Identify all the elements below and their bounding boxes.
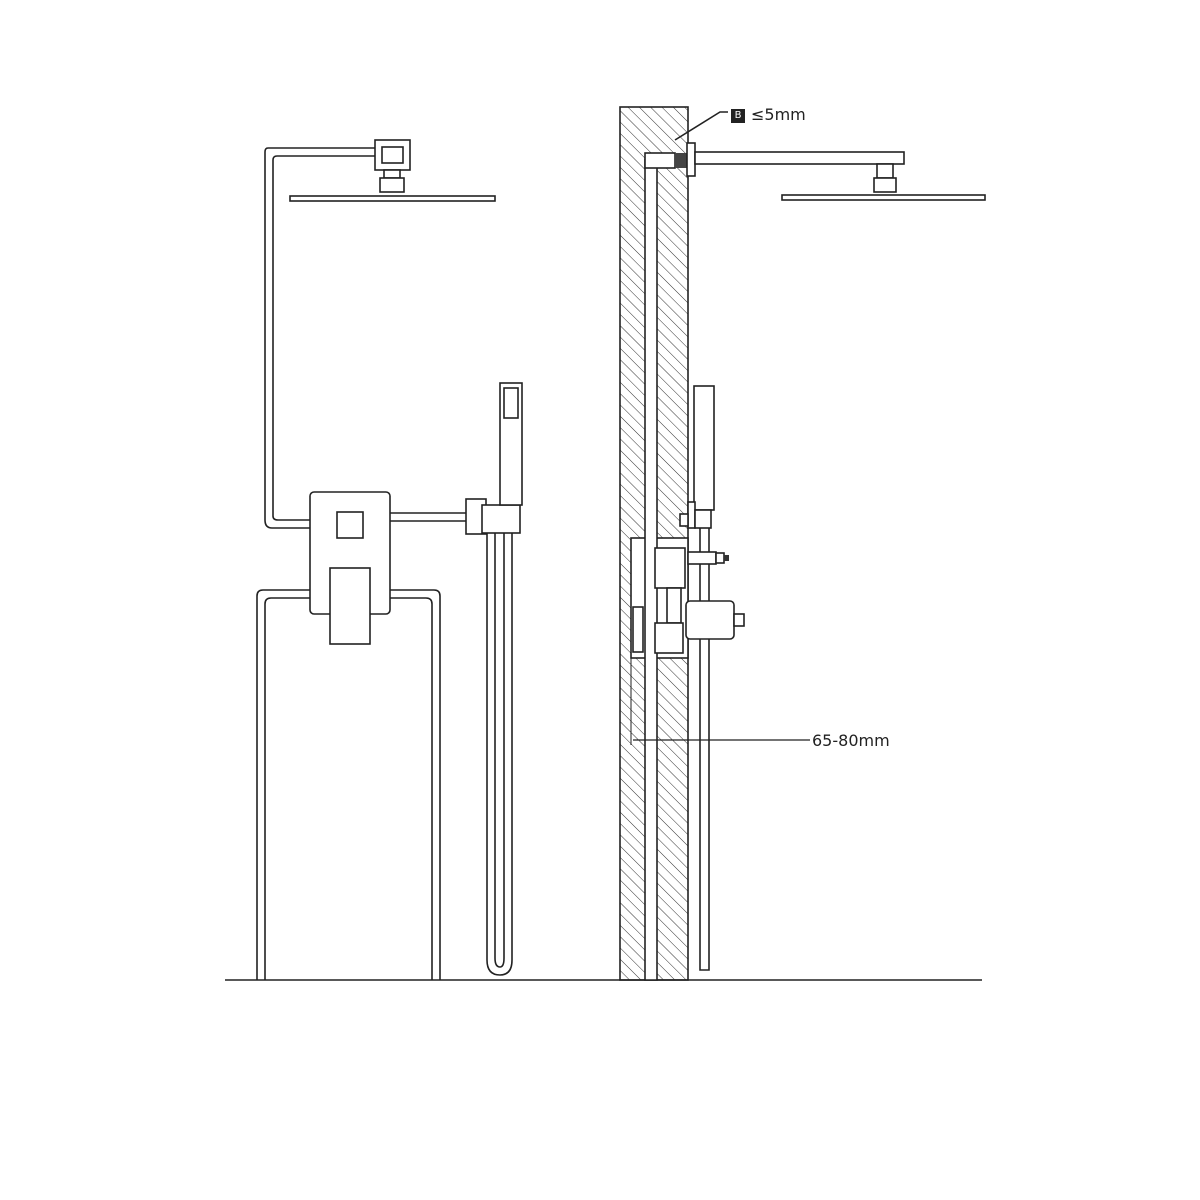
inlet-pipes-u [256, 589, 441, 980]
valve-lever-handle [329, 567, 371, 645]
gap-spec-label: B ≤5mm [731, 105, 806, 124]
shower-hose [486, 533, 513, 976]
gap-spec-text: ≤5mm [751, 105, 806, 124]
hose-side [699, 528, 710, 971]
handshower-holder [481, 504, 521, 534]
rain-shower-head [289, 195, 496, 202]
front-view [256, 139, 523, 980]
handshower-side [693, 385, 715, 511]
supply-pipe-top [264, 147, 375, 529]
diverter-knob [336, 511, 364, 539]
side-section-view [619, 106, 986, 981]
handshower-supply-pipe [390, 512, 468, 522]
rain-shower-head-side [781, 194, 986, 201]
wall-arm-connector [374, 139, 411, 193]
gap-badge: B [731, 109, 745, 123]
handshower [499, 382, 523, 506]
wall-depth-label: 65-80mm [812, 731, 890, 750]
shower-arm [694, 151, 905, 165]
